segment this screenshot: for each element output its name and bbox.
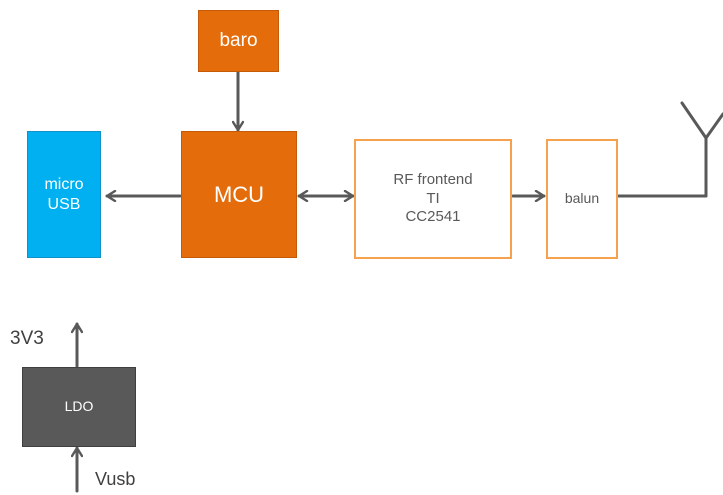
output-3v3-label: 3V3 [10,328,44,350]
rf-frontend-label: RF frontend TI CC2541 [393,171,472,227]
rf-frontend-block: RF frontend TI CC2541 [354,139,512,259]
ldo-label: LDO [65,398,94,416]
baro-label: baro [219,29,257,53]
mcu-label: MCU [214,181,264,209]
mcu-block: MCU [181,131,297,258]
micro-usb-label: micro USB [44,175,83,215]
micro-usb-block: micro USB [27,131,101,258]
balun-block: balun [546,139,618,259]
ldo-block: LDO [22,367,136,447]
balun-label: balun [565,190,599,208]
baro-block: baro [198,10,279,72]
input-vusb-label: Vusb [95,469,135,490]
antenna-icon [682,103,723,196]
